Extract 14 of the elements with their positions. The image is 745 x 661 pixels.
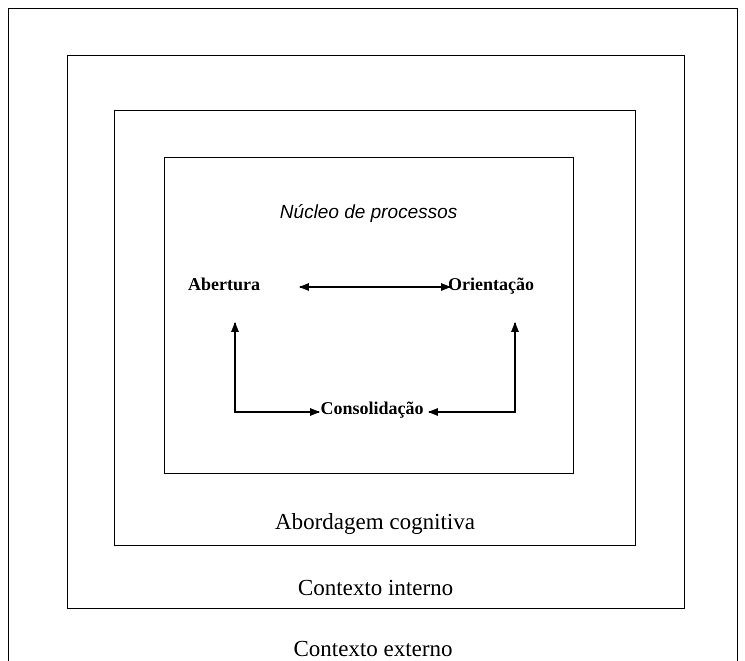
context-frame (8, 8, 738, 661)
process-label: Orientação (448, 274, 534, 295)
double-arrow (428, 322, 519, 416)
process-label: Consolidação (320, 398, 424, 419)
frame-label: Abordagem cognitiva (274, 509, 476, 535)
process-label: Abertura (188, 274, 260, 295)
frame-label: Contexto interno (296, 574, 454, 600)
frame-label: Contexto externo (292, 636, 454, 661)
double-arrow (299, 283, 451, 291)
context-frame (114, 110, 636, 546)
context-frame (164, 156, 574, 474)
context-frame (66, 54, 684, 608)
frame-title: Núcleo de processos (278, 202, 458, 224)
double-arrow (231, 322, 320, 416)
